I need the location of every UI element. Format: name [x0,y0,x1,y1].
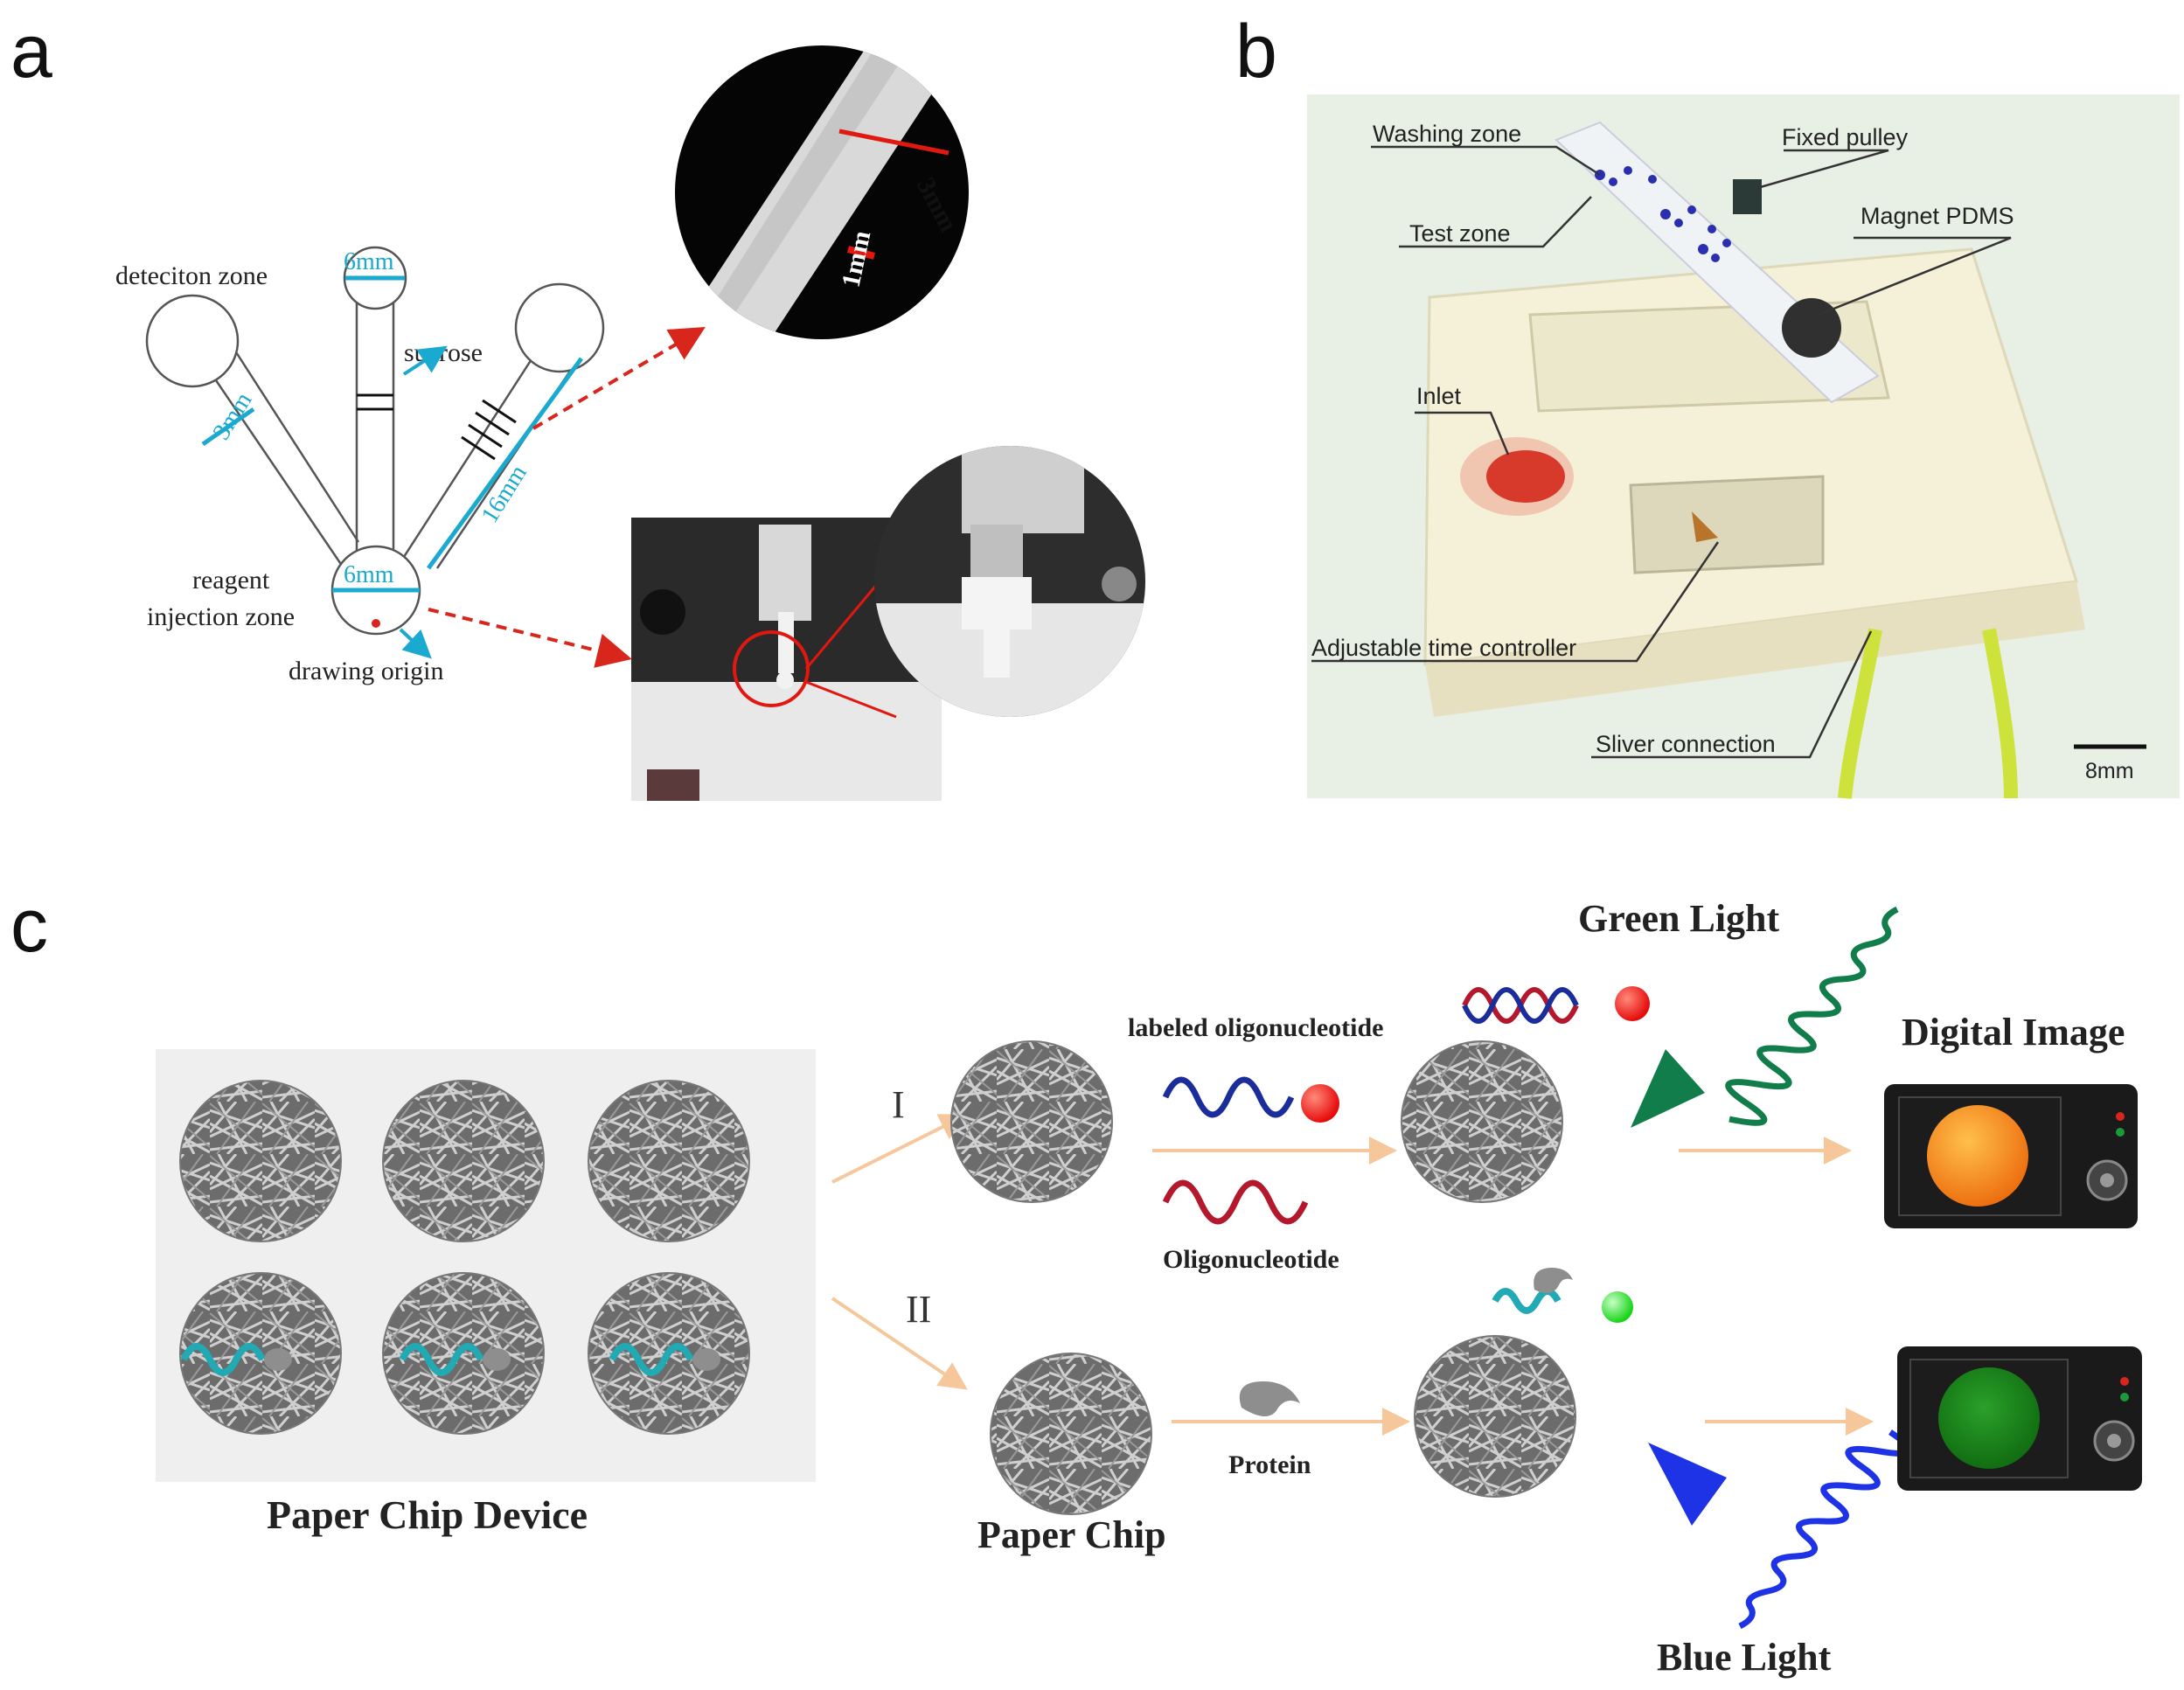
route-ii-result-chip [1414,1335,1576,1498]
plotter-arrow [428,608,632,668]
magnet-label: Magnet PDMS [1861,203,2014,229]
zoom-circle [675,45,969,339]
reagent-label-line2: injection zone [147,602,295,631]
top-width-label: 6mm [344,248,394,275]
route-ii-arrow [831,1297,968,1390]
panel-a-label: a [10,10,52,94]
camera-green [1897,1346,2142,1491]
dimension-lines [201,275,584,593]
route-ii-chip [990,1353,1152,1515]
bound-protein-icon [1534,1268,1573,1294]
route-i-arrow [831,1114,969,1184]
sucrose-label: sucrose [404,338,483,367]
route-i-result-chip [1401,1040,1563,1203]
labeled-oligo-strand [1162,1076,1295,1118]
scale-bar-label: 8mm [2085,759,2134,783]
route-i-label: I [892,1083,905,1126]
protein-label: Protein [1228,1450,1311,1479]
route-ii-label: II [906,1288,931,1331]
route-i-chip [950,1040,1113,1203]
drawing-origin-dot [372,619,380,628]
green-light-label: Green Light [1578,897,1780,940]
device-leader-lines [1311,145,2012,759]
panel-c-label: c [10,884,48,968]
test-zone-label: Test zone [1409,220,1511,247]
origin-arrow [399,628,432,659]
oligonucleotide-label: Oligonucleotide [1163,1245,1339,1274]
oligo-strand [1162,1179,1309,1225]
paper-chip-device-label: Paper Chip Device [267,1492,588,1537]
blue-light-arrow [1648,1429,1912,1630]
drawing-origin-label: drawing origin [289,657,443,685]
device-wells [179,1080,750,1435]
time-controller-label: Adjustable time controller [1311,635,1576,661]
inlet-label: Inlet [1416,383,1462,409]
labeled-oligo-dye [1301,1084,1339,1123]
channel-markers [357,393,517,461]
protein-icon [1239,1381,1300,1416]
duplex-strand-blue [1462,987,1579,1024]
green-light-arrow [1631,906,1899,1128]
camera-orange [1884,1084,2138,1228]
digital-image-label: Digital Image [1902,1011,2125,1054]
sucrose-arrow [402,345,448,376]
panel-b-label: b [1235,10,1277,94]
fixed-pulley-label: Fixed pulley [1782,124,1909,150]
paper-chip-label: Paper Chip [977,1513,1166,1556]
washing-zone-label: Washing zone [1373,121,1521,147]
device-photo [1307,94,2180,799]
bound-protein-dye [1602,1291,1633,1323]
labeled-oligo-label: labeled oligonucleotide [1128,1013,1384,1042]
blue-light-label: Blue Light [1657,1636,1832,1679]
sliver-connection-label: Sliver connection [1596,731,1776,757]
reagent-label-line1: reagent [192,566,270,595]
zoom-arrow [532,326,706,430]
bottom-width-label: 6mm [344,561,394,588]
duplex-dye [1615,986,1650,1021]
detection-zone-label: deteciton zone [115,261,268,290]
paper-chip-outline [145,246,605,636]
